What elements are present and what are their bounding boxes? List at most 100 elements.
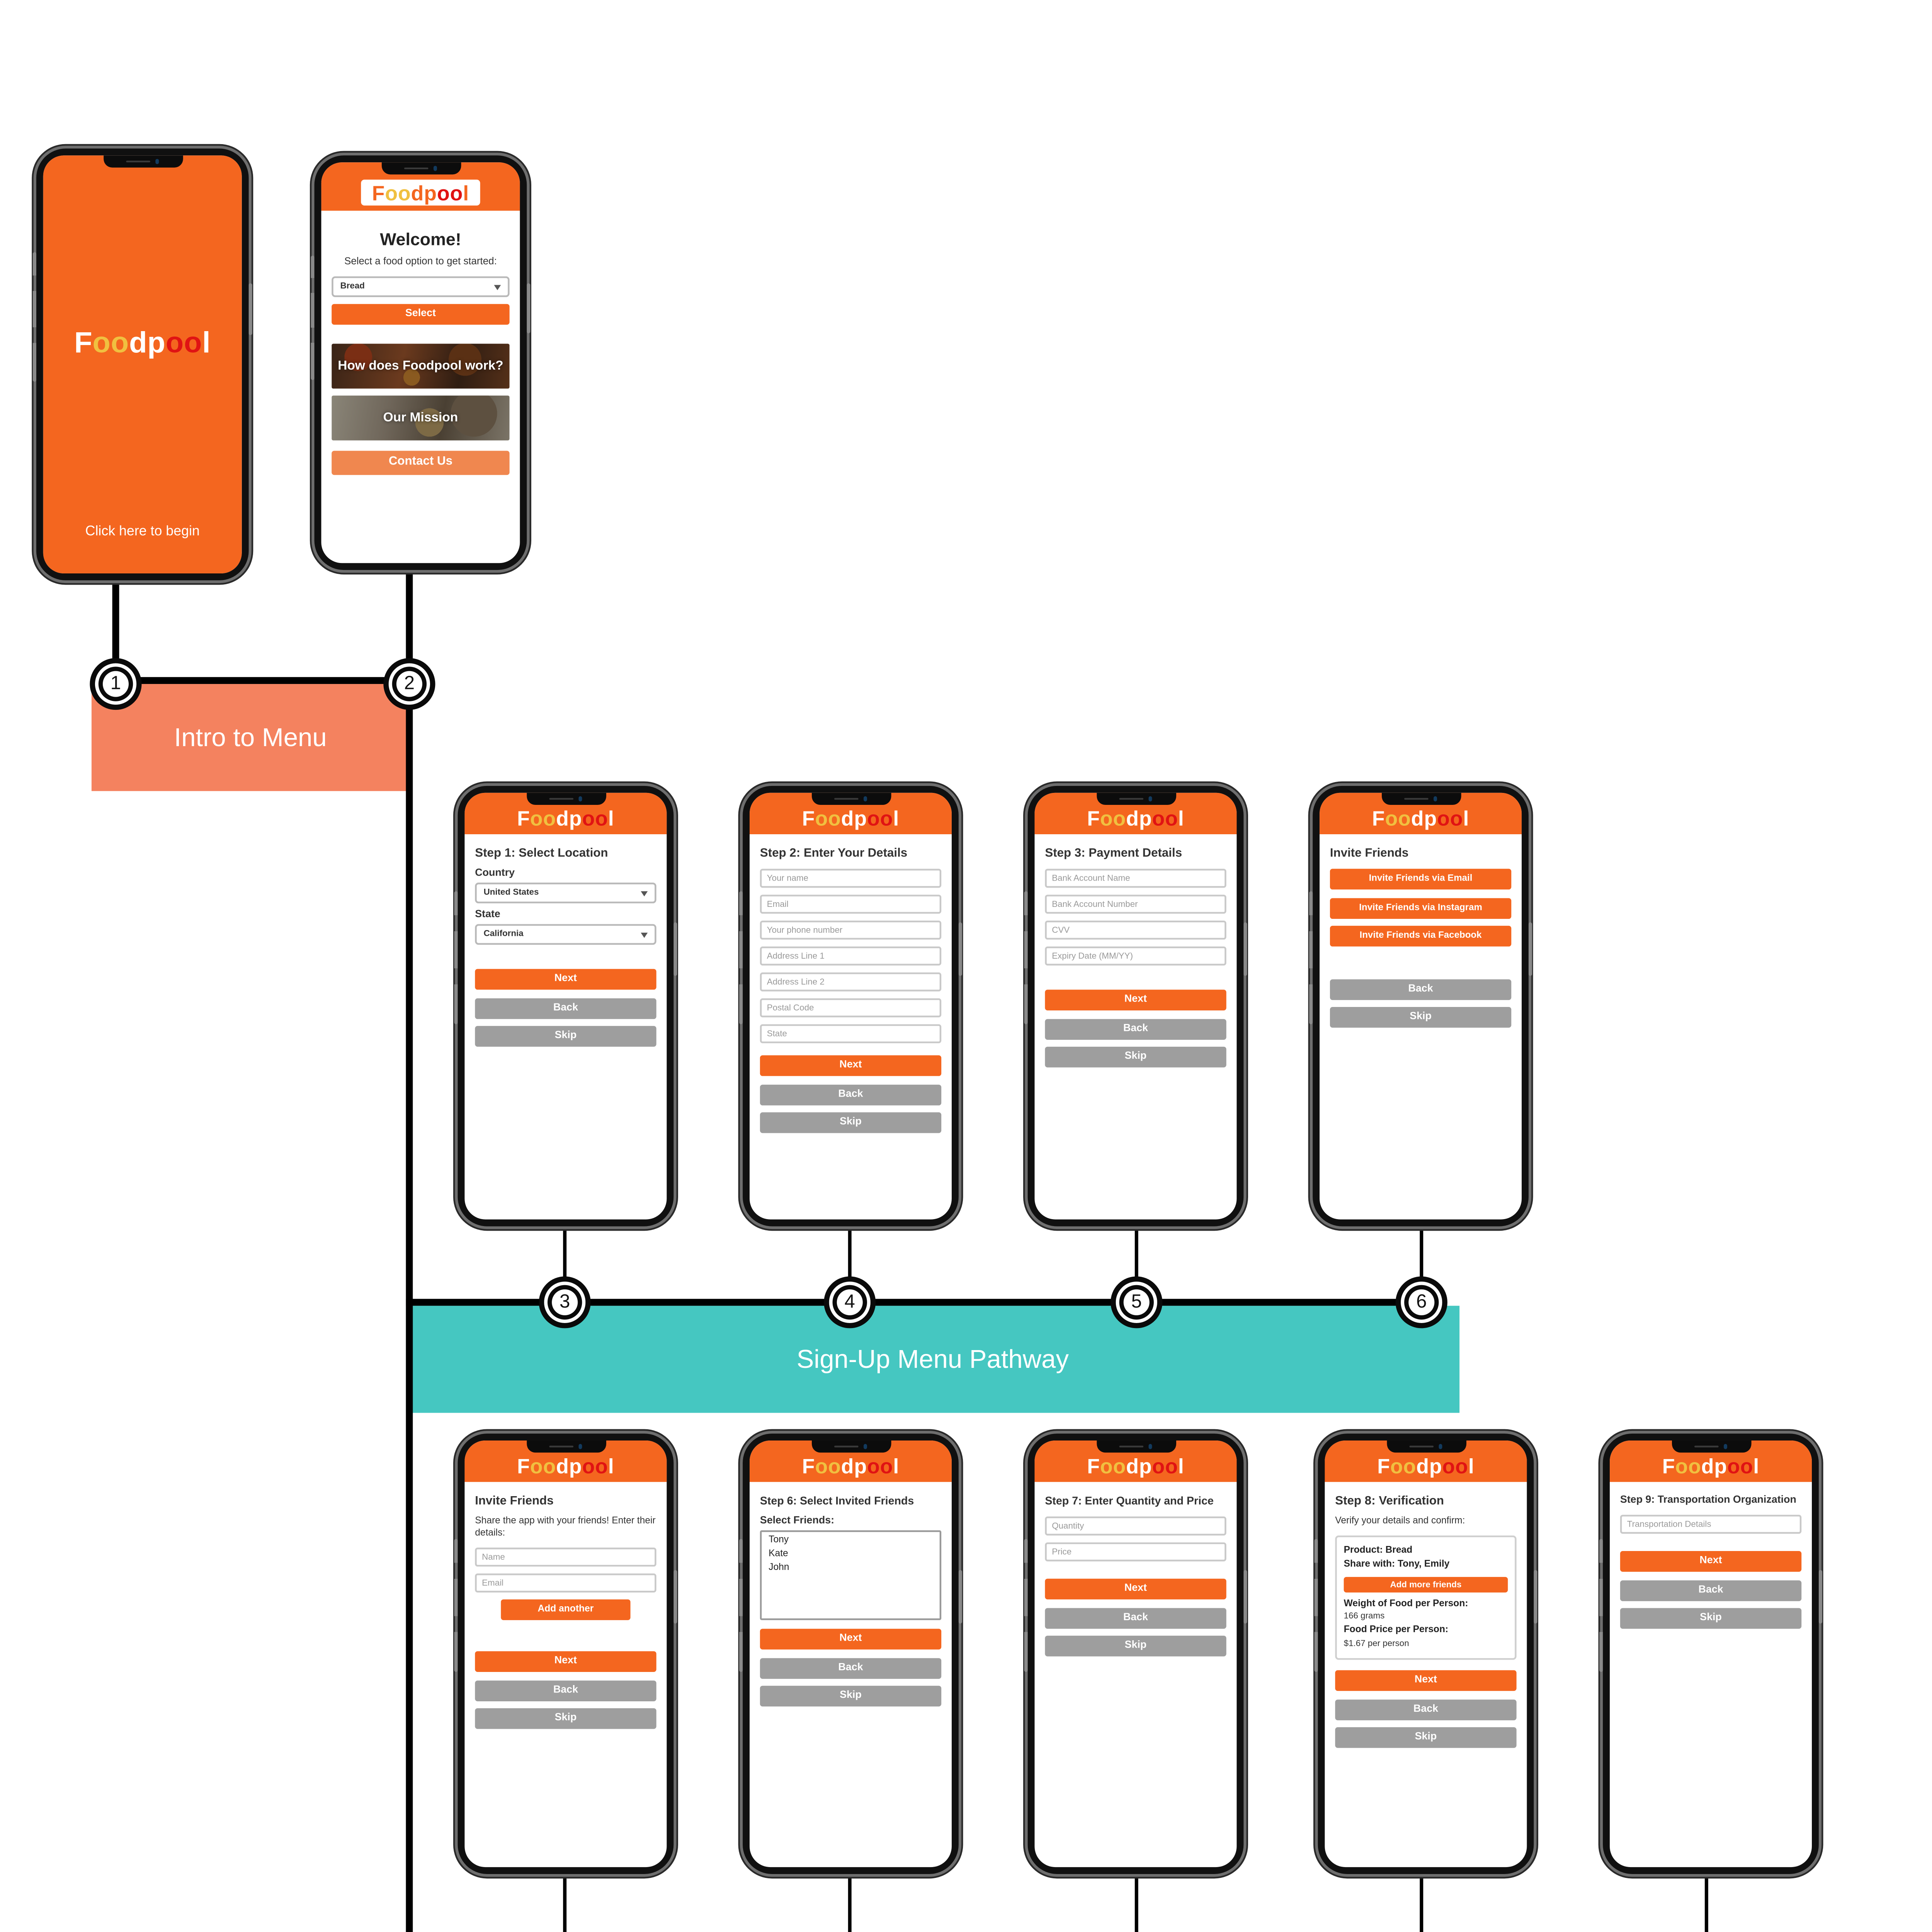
- add-another-button[interactable]: Add another: [500, 1600, 631, 1621]
- back-button[interactable]: Back: [475, 1680, 656, 1701]
- back-button[interactable]: Back: [760, 1657, 942, 1678]
- next-button[interactable]: Next: [760, 1055, 942, 1076]
- flow-node-6-label: 6: [1416, 1292, 1427, 1313]
- address2-input[interactable]: [760, 972, 942, 992]
- connector-phone10-node10: [1419, 1874, 1424, 1932]
- skip-button[interactable]: Skip: [1045, 1636, 1226, 1656]
- select-friends-label: Select Friends:: [760, 1516, 835, 1527]
- step-title: Invite Friends: [1330, 848, 1409, 861]
- price-input[interactable]: [1045, 1542, 1226, 1561]
- back-button[interactable]: Back: [1045, 1018, 1226, 1039]
- begin-link[interactable]: Click here to begin: [85, 523, 200, 539]
- transportation-details-input[interactable]: [1620, 1515, 1802, 1534]
- back-button[interactable]: Back: [1045, 1607, 1226, 1628]
- friends-listbox[interactable]: Tony Kate John: [760, 1530, 942, 1620]
- skip-button[interactable]: Skip: [1620, 1608, 1802, 1629]
- state-input[interactable]: [760, 1024, 942, 1043]
- next-button[interactable]: Next: [1335, 1670, 1517, 1691]
- back-button[interactable]: Back: [475, 997, 656, 1019]
- connector-phone3-node3: [563, 1223, 567, 1285]
- back-button[interactable]: Back: [1620, 1579, 1802, 1600]
- phone-2-menu: Foodpool Welcome! Select a food option t…: [310, 155, 531, 570]
- next-button[interactable]: Next: [475, 1651, 656, 1673]
- back-button[interactable]: Back: [760, 1083, 942, 1105]
- logo-part: dp: [1126, 1454, 1152, 1479]
- food-option-select[interactable]: Bread: [332, 276, 510, 297]
- camera-icon: [578, 1444, 582, 1449]
- foodpool-logo: Foodpool: [372, 182, 469, 203]
- invite-email-button[interactable]: Invite Friends via Email: [1330, 869, 1512, 890]
- food-option-value: Bread: [340, 281, 365, 292]
- how-it-works-banner[interactable]: How does Foodpool work?: [332, 343, 510, 388]
- next-button[interactable]: Next: [1045, 990, 1226, 1010]
- next-button[interactable]: Next: [1045, 1578, 1226, 1600]
- back-button[interactable]: Back: [1335, 1699, 1517, 1720]
- skip-button[interactable]: Skip: [1330, 1007, 1512, 1028]
- expiry-date-input[interactable]: [1045, 946, 1226, 966]
- skip-button[interactable]: Skip: [760, 1685, 942, 1707]
- camera-icon: [1723, 1444, 1728, 1449]
- postal-code-input[interactable]: [760, 998, 942, 1017]
- next-button[interactable]: Next: [1620, 1551, 1802, 1572]
- phone-notch: [381, 162, 461, 175]
- name-input[interactable]: [760, 869, 942, 888]
- foodpool-logo: Foodpool: [1087, 1456, 1184, 1477]
- speaker-icon: [834, 1445, 859, 1448]
- welcome-splash: Foodpool Click here to begin: [43, 155, 242, 574]
- logo-part: dp: [1126, 806, 1152, 831]
- address1-input[interactable]: [760, 946, 942, 966]
- phone-1-welcome: Foodpool Click here to begin: [32, 148, 253, 580]
- connector-phone6-node6: [1419, 1223, 1424, 1285]
- add-more-friends-button[interactable]: Add more friends: [1344, 1577, 1508, 1593]
- next-button[interactable]: Next: [475, 969, 656, 990]
- invite-facebook-button[interactable]: Invite Friends via Facebook: [1330, 925, 1512, 947]
- camera-icon: [578, 797, 582, 801]
- logo-part: oo: [1152, 806, 1178, 831]
- phone-input[interactable]: [760, 920, 942, 940]
- friend-email-input[interactable]: [475, 1574, 656, 1593]
- logo-part: oo: [165, 326, 202, 359]
- step-title: Step 3: Payment Details: [1045, 848, 1182, 861]
- email-input[interactable]: [760, 895, 942, 914]
- skip-button[interactable]: Skip: [475, 1026, 656, 1047]
- foodpool-logo: Foodpool: [802, 808, 900, 829]
- skip-button[interactable]: Skip: [1045, 1046, 1226, 1068]
- quantity-input[interactable]: [1045, 1516, 1226, 1536]
- state-select[interactable]: California: [475, 924, 656, 945]
- friend-name-input[interactable]: [475, 1548, 656, 1567]
- country-label: Country: [475, 869, 515, 879]
- next-button[interactable]: Next: [760, 1629, 942, 1650]
- logo-pill: Foodpool: [361, 179, 480, 206]
- logo-part: F: [517, 806, 530, 831]
- signup-pathway-label: Sign-Up Menu Pathway: [796, 1344, 1069, 1374]
- intro-pathway-banner: Intro to Menu: [91, 684, 410, 791]
- logo-part: oo: [530, 806, 556, 831]
- select-button[interactable]: Select: [332, 304, 510, 325]
- cvv-input[interactable]: [1045, 920, 1226, 940]
- back-button[interactable]: Back: [1330, 978, 1512, 999]
- bank-account-name-input[interactable]: [1045, 869, 1226, 888]
- speaker-icon: [834, 797, 859, 800]
- price-label: Food Price per Person:: [1344, 1626, 1449, 1636]
- our-mission-banner[interactable]: Our Mission: [332, 395, 510, 440]
- logo-part: F: [802, 1454, 815, 1479]
- logo-part: oo: [92, 326, 129, 359]
- invite-instagram-button[interactable]: Invite Friends via Instagram: [1330, 897, 1512, 918]
- logo-part: F: [517, 1454, 530, 1479]
- friend-option[interactable]: John: [769, 1563, 789, 1573]
- skip-button[interactable]: Skip: [475, 1709, 656, 1730]
- skip-button[interactable]: Skip: [1335, 1727, 1517, 1748]
- phone-3-location: Foodpool Step 1: Select Location Country…: [454, 786, 678, 1226]
- friend-option[interactable]: Kate: [769, 1549, 788, 1560]
- phone-8-select-friends: Foodpool Step 6: Select Invited Friends …: [739, 1434, 963, 1874]
- bank-account-number-input[interactable]: [1045, 895, 1226, 914]
- phone-3-screen: Foodpool Step 1: Select Location Country…: [464, 793, 667, 1219]
- country-select[interactable]: United States: [475, 883, 656, 903]
- friend-option[interactable]: Tony: [769, 1535, 789, 1546]
- logo-part: dp: [556, 806, 582, 831]
- skip-button[interactable]: Skip: [760, 1112, 942, 1133]
- logo-part: oo: [1100, 806, 1126, 831]
- flow-node-3: 3: [539, 1276, 591, 1328]
- contact-us-button[interactable]: Contact Us: [332, 450, 510, 474]
